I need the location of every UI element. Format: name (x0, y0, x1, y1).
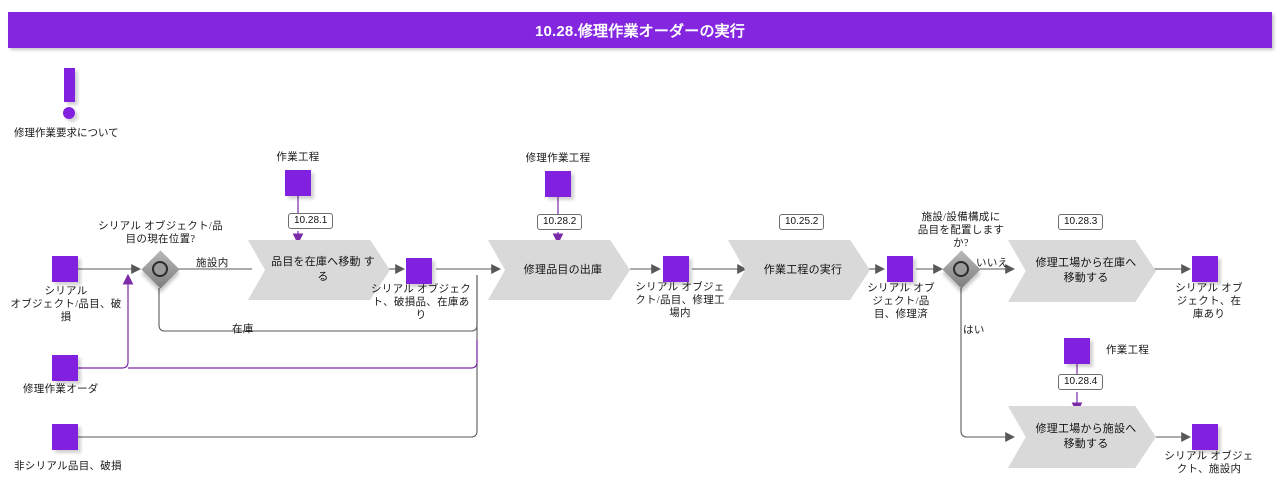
branch-label-yes: はい (963, 325, 985, 336)
intermediate-serial-in-repair-shop[interactable] (663, 256, 689, 282)
input-non-serial-damaged-label: 非シリアル品目、破損 (14, 461, 122, 472)
input-non-serial-damaged[interactable] (52, 424, 78, 450)
process-issue-repair-item-label: 修理品目の出庫 (523, 263, 603, 276)
intermediate-serial-in-repair-shop-label: シリアル オブジェクト/品目、修理工場内 (635, 282, 725, 319)
process-move-item-to-stock-label: 品目を在庫へ移動 する (271, 256, 375, 283)
source-work-process-2-square[interactable] (1064, 338, 1090, 364)
source-work-process-2-label: 作業工程 (1106, 345, 1150, 356)
process-move-item-to-stock[interactable]: 品目を在庫へ移動 する (248, 240, 390, 300)
intermediate-serial-damaged-in-stock[interactable] (406, 258, 432, 284)
source-work-process-1-square[interactable] (285, 170, 311, 196)
process-move-shop-to-stock-label: 修理工場から在庫へ移動する (1035, 257, 1137, 284)
source-repair-work-process-square[interactable] (545, 171, 571, 197)
decision-ring-icon (953, 261, 969, 277)
output-serial-object-in-facility-label: シリアル オブジェクト、施設内 (1164, 451, 1254, 475)
process-execute-work-process-label: 作業工程の実行 (763, 263, 843, 276)
input-serial-object-damaged[interactable] (52, 256, 78, 282)
source-work-process-1-label: 作業工程 (276, 152, 320, 163)
exclamation-icon (64, 68, 75, 102)
branch-label-in-stock: 在庫 (232, 324, 254, 335)
badge-10-28-1: 10.28.1 (288, 213, 334, 229)
process-move-shop-to-facility-label: 修理工場から施設へ移動する (1035, 423, 1137, 450)
output-serial-object-in-stock-label: シリアル オブジェクト、在庫あり (1175, 283, 1243, 320)
exclamation-dot-icon (63, 107, 75, 119)
badge-10-25-2: 10.25.2 (779, 214, 825, 230)
intermediate-serial-repaired-label: シリアル オブジェクト/品目、修理済 (867, 283, 935, 320)
badge-10-28-4: 10.28.4 (1058, 374, 1104, 390)
intermediate-serial-damaged-in-stock-label: シリアル オブジェクト、破損品、在庫あり (370, 284, 472, 321)
badge-10-28-2: 10.28.2 (537, 214, 583, 230)
input-serial-object-damaged-label: シリアルオブジェクト/品目、破損 (10, 286, 122, 323)
place-item-decision[interactable] (941, 249, 981, 289)
place-item-decision-question: 施設/設備構成に品目を配置しますか? (917, 212, 1005, 249)
process-execute-work-process[interactable]: 作業工程の実行 (728, 240, 870, 300)
branch-label-no: いいえ (976, 258, 1009, 269)
process-move-shop-to-stock[interactable]: 修理工場から在庫へ移動する (1008, 240, 1156, 302)
intermediate-serial-repaired[interactable] (887, 256, 913, 282)
input-repair-work-order-label: 修理作業オーダ (23, 384, 99, 395)
badge-10-28-3: 10.28.3 (1058, 214, 1104, 230)
process-issue-repair-item[interactable]: 修理品目の出庫 (488, 240, 630, 300)
current-location-decision-question: シリアル オブジェクト/品目の現在位置? (98, 221, 223, 245)
input-repair-work-order[interactable] (52, 355, 78, 381)
process-move-shop-to-facility[interactable]: 修理工場から施設へ移動する (1008, 406, 1156, 468)
note-text: 修理作業要求について (14, 128, 119, 139)
page-title: 10.28.修理作業オーダーの実行 (8, 12, 1272, 48)
output-serial-object-in-stock[interactable] (1192, 256, 1218, 282)
decision-ring-icon (152, 261, 168, 277)
branch-label-in-facility: 施設内 (196, 258, 229, 269)
source-repair-work-process-label: 修理作業工程 (525, 153, 591, 164)
current-location-decision[interactable] (140, 249, 180, 289)
output-serial-object-in-facility[interactable] (1192, 424, 1218, 450)
